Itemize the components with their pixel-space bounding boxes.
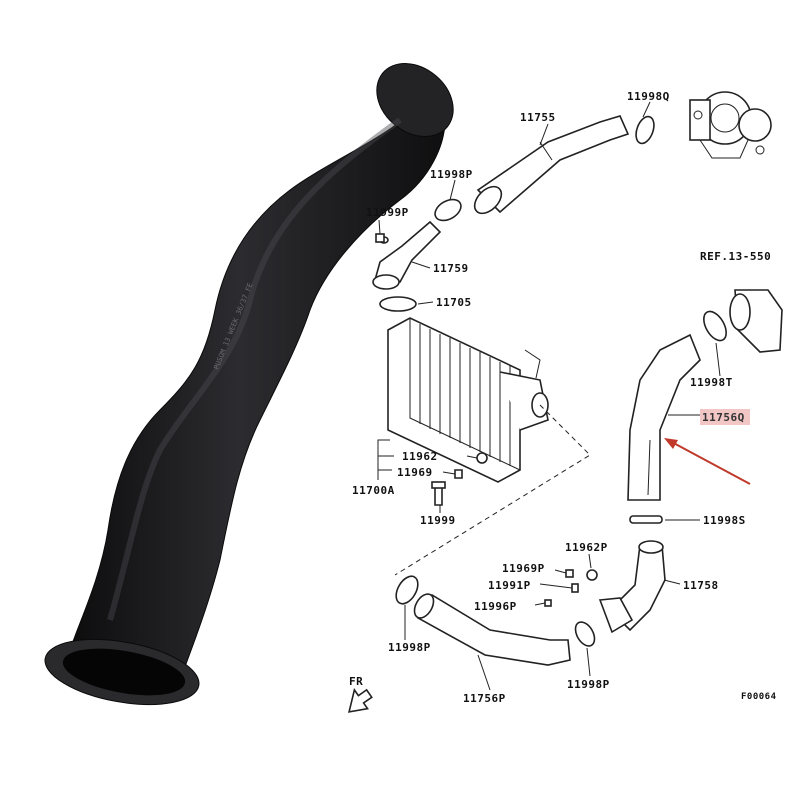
- label-11998P-bottom: 11998P: [567, 678, 610, 691]
- label-11705: 11705: [436, 296, 472, 309]
- label-11758: 11758: [683, 579, 719, 592]
- clamp-11998S: [629, 515, 663, 524]
- label-11962P: 11962P: [565, 541, 608, 554]
- clamp-11998Q: [635, 115, 655, 145]
- hose-photo: PUSOM 13 WEEK 36/37 FE: [44, 63, 454, 706]
- bolt-11999P: [375, 233, 385, 243]
- label-ref-13-550: REF.13-550: [700, 250, 771, 263]
- leader-lines: [377, 101, 721, 691]
- turbocharger: [689, 91, 772, 159]
- label-11756Q: 11756Q: [702, 411, 745, 424]
- clamp-11998T: [703, 310, 727, 342]
- label-11755: 11755: [520, 111, 556, 124]
- label-11998T: 11998T: [690, 376, 733, 389]
- label-11998Q: 11998Q: [627, 90, 670, 103]
- hose-11756Q: [627, 333, 701, 501]
- bolt-11962: [476, 452, 488, 464]
- intake-pipe-11755: [473, 115, 630, 215]
- label-11998S: 11998S: [703, 514, 746, 527]
- label-11998P-left: 11998P: [388, 641, 431, 654]
- label-11962: 11962: [402, 450, 438, 463]
- label-11759: 11759: [433, 262, 469, 275]
- hose-highlight: [107, 117, 402, 621]
- intercooler-11700A: [387, 317, 549, 483]
- label-11756P: 11756P: [463, 692, 506, 705]
- clamp-11998P-left: [395, 575, 419, 605]
- label-11700A: 11700A: [352, 484, 395, 497]
- pointer-arrow: [664, 438, 751, 485]
- clamp-11998P-top: [434, 198, 462, 222]
- label-11999P: 11999P: [366, 206, 409, 219]
- clamp-11998P-bottom: [574, 621, 596, 647]
- bolt-11969: [454, 469, 463, 479]
- bolt-11969P: [565, 569, 574, 578]
- part-highlight: [700, 409, 750, 425]
- label-figure-code: F00064: [741, 692, 777, 702]
- label-11969: 11969: [397, 466, 433, 479]
- pipe-11758: [598, 540, 666, 634]
- bolt-11996P: [544, 599, 552, 607]
- throttle-body: [729, 289, 783, 353]
- pipe-11756P: [413, 593, 571, 666]
- bolt-11999: [431, 481, 446, 506]
- label-11991P: 11991P: [488, 579, 531, 592]
- gasket-11705: [379, 296, 417, 312]
- bolt-11962P: [586, 569, 598, 581]
- front-direction-icon: [348, 687, 373, 713]
- pipe-11759: [372, 220, 442, 290]
- label-11996P: 11996P: [474, 600, 517, 613]
- label-11999: 11999: [420, 514, 456, 527]
- bolt-11991P: [571, 583, 579, 593]
- hose-top-end: [376, 63, 454, 137]
- label-fr: FR: [349, 675, 363, 688]
- label-11969P: 11969P: [502, 562, 545, 575]
- label-11998P-top: 11998P: [430, 168, 473, 181]
- hose-bottom-opening: [62, 648, 186, 696]
